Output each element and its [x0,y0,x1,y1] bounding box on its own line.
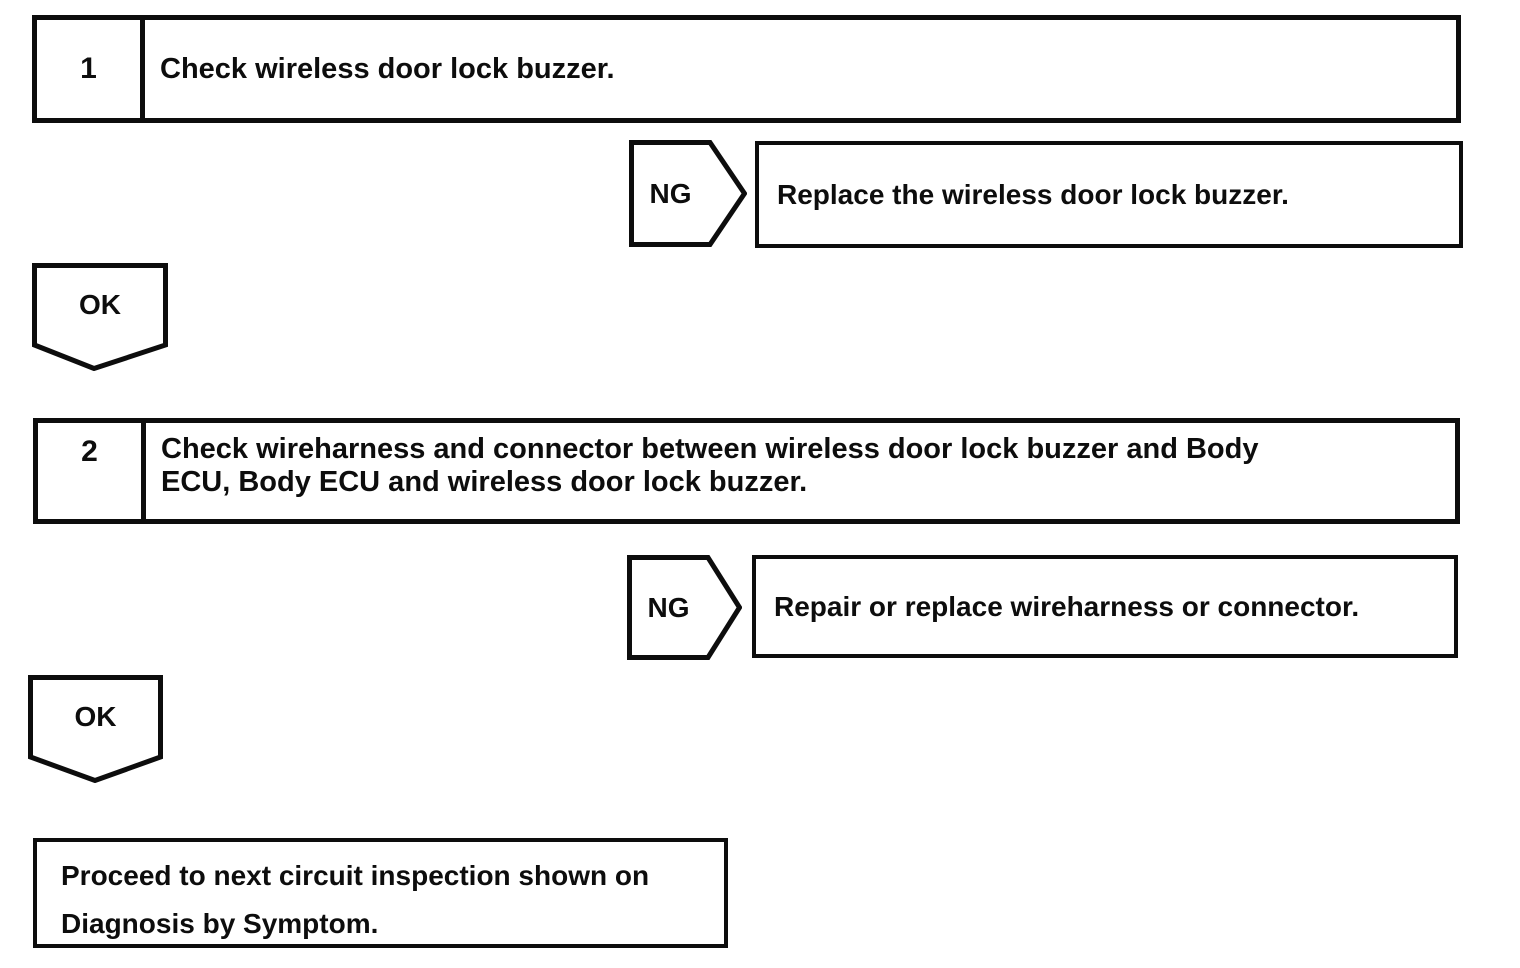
step-2-ok-connector: OK [28,675,163,783]
step-1-ok-label: OK [79,289,121,320]
final-action-line-1: Proceed to next circuit inspection shown… [61,860,650,891]
ng-pentagon-right-icon [629,140,747,247]
step-2-box: 2 Check wireharness and connector betwee… [33,418,1460,524]
step-2-ng-connector: NG [627,555,742,660]
ok-pentagon-down-icon [28,675,163,783]
step-1-ok-connector: OK [32,263,168,371]
step-2-ng-result-text: Repair or replace wireharness or connect… [774,590,1360,622]
step-2-instruction: Check wireharness and connector between … [146,423,1455,519]
step-2-ng-label: NG [647,591,690,623]
ok-pentagon-down-icon [32,263,168,371]
step-2-ok-label: OK [74,701,117,732]
step-1-box: 1 Check wireless door lock buzzer. [32,15,1461,123]
final-action-line-2: Diagnosis by Symptom. [61,908,379,939]
step-1-ng-result-box: Replace the wireless door lock buzzer. [755,141,1463,248]
step-2-number: 2 [38,423,146,519]
step-1-ng-connector: NG [629,140,747,247]
step-2-instruction-line-1: Check wireharness and connector between … [161,433,1259,465]
step-1-number: 1 [37,20,145,118]
step-1-instruction: Check wireless door lock buzzer. [145,20,1456,118]
step-1-instruction-line-1: Check wireless door lock buzzer. [160,52,615,85]
step-1-ng-result-text: Replace the wireless door lock buzzer. [777,178,1289,210]
ng-pentagon-right-icon [627,555,742,660]
step-1-ng-label: NG [649,177,692,209]
step-2-instruction-line-2: ECU, Body ECU and wireless door lock buz… [161,466,808,498]
step-2-ng-result-box: Repair or replace wireharness or connect… [752,555,1458,658]
final-action-box: Proceed to next circuit inspection shown… [33,838,728,948]
